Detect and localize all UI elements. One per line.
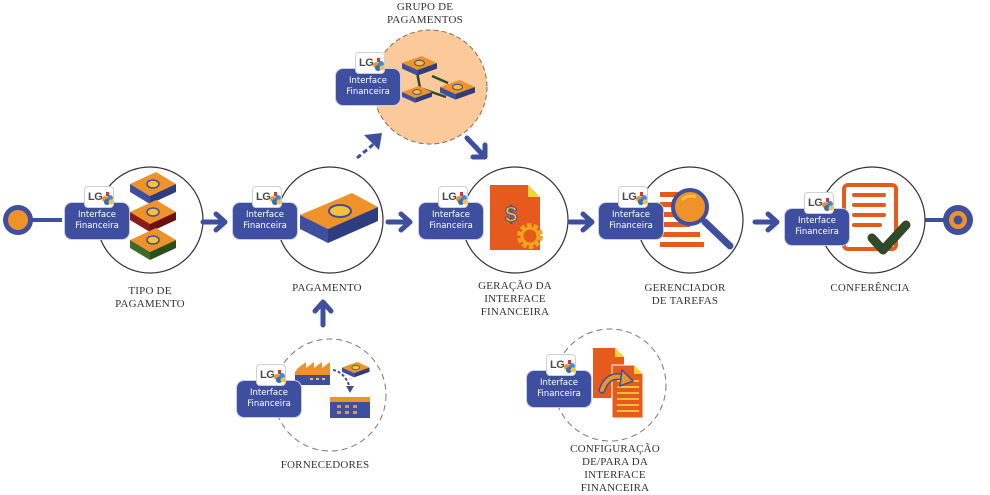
lg-logo: LG bbox=[256, 364, 286, 386]
lg-logo: LG bbox=[438, 186, 468, 208]
badge-line1: Interface bbox=[611, 210, 651, 220]
label-geracao: GERAÇÃO DA INTERFACE FINANCEIRA bbox=[478, 280, 552, 318]
badge-line2: Financeira bbox=[795, 227, 839, 237]
lg-logo-mark-icon bbox=[456, 192, 468, 205]
badge-line1: Interface bbox=[797, 216, 837, 226]
label-fornecedores: FORNECEDORES bbox=[280, 459, 370, 471]
arrow-down-geracao bbox=[464, 135, 488, 160]
lg-logo-mark-icon bbox=[373, 58, 385, 71]
badge-line1: Interface bbox=[539, 378, 579, 388]
lg-badge-gerenciador: LG Interface Financeira bbox=[598, 186, 664, 240]
document-dollar-gear-icon: $ bbox=[490, 185, 543, 250]
lg-logo-text: LG bbox=[260, 369, 275, 381]
svg-text:$: $ bbox=[505, 202, 517, 227]
label-conferencia: CONFERÊNCIA bbox=[830, 282, 910, 294]
lg-logo: LG bbox=[546, 354, 576, 376]
lg-logo-text: LG bbox=[256, 191, 271, 203]
lg-badge-grupo-pagamentos: LG Interface Financeira bbox=[335, 52, 401, 106]
lg-logo: LG bbox=[355, 52, 385, 74]
lg-logo-text: LG bbox=[550, 359, 565, 371]
lg-logo-mark-icon bbox=[636, 192, 648, 205]
arrow-right-3 bbox=[567, 211, 595, 233]
badge-line2: Financeira bbox=[243, 221, 287, 231]
lg-logo-text: LG bbox=[622, 191, 637, 203]
badge-line1: Interface bbox=[249, 388, 289, 398]
label-configuracao: CONFIGURAÇÃO DE/PARA DA INTERFACE FINANC… bbox=[570, 443, 660, 494]
documents-sync-icon bbox=[593, 348, 644, 419]
lg-logo-mark-icon bbox=[270, 192, 282, 205]
lg-logo: LG bbox=[84, 186, 114, 208]
badge-line1: Interface bbox=[245, 210, 285, 220]
badge-box bbox=[64, 202, 130, 240]
badge-box bbox=[236, 380, 302, 418]
badge-line2: Financeira bbox=[537, 389, 581, 399]
badge-box bbox=[526, 370, 592, 408]
arrow-right-1 bbox=[200, 211, 228, 233]
lg-badge-fornecedores: LG Interface Financeira bbox=[236, 364, 302, 418]
arrow-dashed-grupo bbox=[356, 133, 382, 160]
grouped-money-bundles-icon bbox=[401, 55, 476, 104]
badge-line2: Financeira bbox=[429, 221, 473, 231]
lg-logo-text: LG bbox=[359, 57, 374, 69]
lg-logo-mark-icon bbox=[822, 198, 834, 211]
label-tipo-pagamento: TIPO DE PAGAMENTO bbox=[115, 285, 185, 310]
badge-line2: Financeira bbox=[247, 399, 291, 409]
start-terminal bbox=[3, 205, 62, 235]
arrow-right-2 bbox=[385, 211, 413, 233]
lg-badge-conferencia: LG Interface Financeira bbox=[784, 192, 850, 246]
label-gerenciador: GERENCIADOR DE TAREFAS bbox=[644, 282, 726, 307]
lg-logo-mark-icon bbox=[102, 192, 114, 205]
lg-logo: LG bbox=[252, 186, 282, 208]
badge-box bbox=[784, 208, 850, 246]
badge-line1: Interface bbox=[431, 210, 471, 220]
factory-to-building-icon bbox=[295, 361, 370, 418]
arrow-right-4 bbox=[752, 211, 780, 233]
badge-line1: Interface bbox=[77, 210, 117, 220]
lg-logo: LG bbox=[804, 192, 834, 214]
badge-line2: Financeira bbox=[609, 221, 653, 231]
lg-badge-configuracao: LG Interface Financeira bbox=[526, 354, 592, 408]
lg-badge-geracao: LG Interface Financeira bbox=[418, 186, 484, 240]
stacked-money-bundles-icon bbox=[130, 172, 176, 260]
magnifier-list-icon bbox=[660, 188, 734, 250]
lg-badge-tipo-pagamento: LG Interface Financeira bbox=[64, 186, 130, 240]
label-grupo-pagamentos: GRUPO DE PAGAMENTOS bbox=[387, 1, 463, 26]
lg-badge-pagamento: LG Interface Financeira bbox=[232, 186, 298, 240]
badge-line2: Financeira bbox=[346, 87, 390, 97]
lg-logo-mark-icon bbox=[564, 360, 576, 373]
lg-logo-text: LG bbox=[442, 191, 457, 203]
money-bundle-icon bbox=[300, 193, 378, 243]
badge-box bbox=[598, 202, 664, 240]
badge-line2: Financeira bbox=[75, 221, 119, 231]
end-terminal bbox=[925, 205, 973, 235]
lg-logo-mark-icon bbox=[274, 370, 286, 383]
badge-line1: Interface bbox=[348, 76, 388, 86]
lg-logo-text: LG bbox=[88, 191, 103, 203]
lg-logo-text: LG bbox=[808, 197, 823, 209]
lg-logo: LG bbox=[618, 186, 648, 208]
label-pagamento: PAGAMENTO bbox=[292, 282, 362, 294]
arrow-up-fornecedores bbox=[312, 299, 334, 328]
